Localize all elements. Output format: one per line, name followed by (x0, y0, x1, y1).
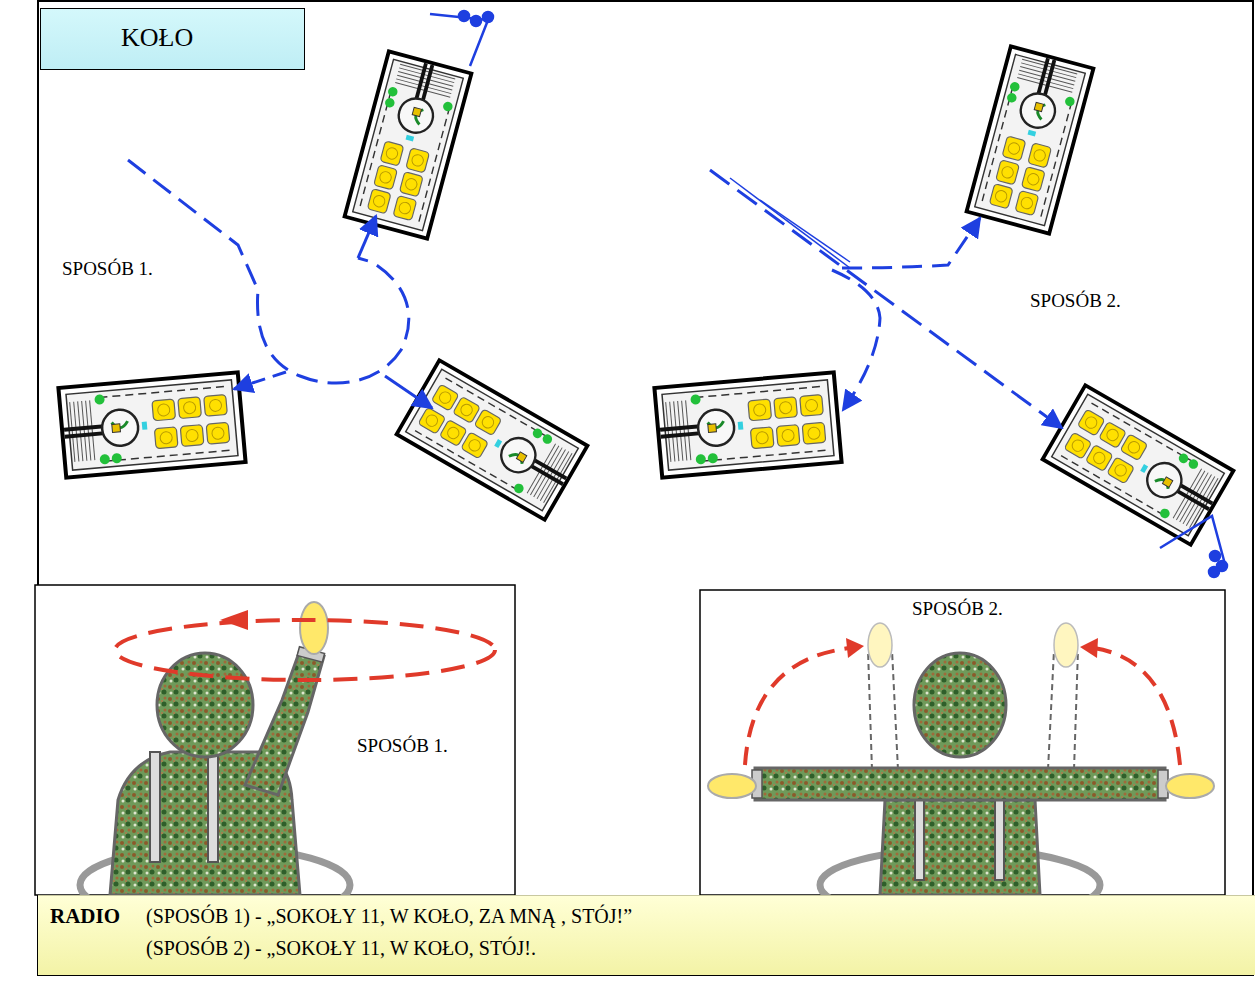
method-label: SPOSÓB 2. (1030, 290, 1121, 312)
movement-path (710, 170, 1062, 428)
method-label: SPOSÓB 1. (62, 258, 153, 280)
soldier-figure (708, 623, 1214, 921)
tow-symbol (430, 11, 1227, 577)
method-label: SPOSÓB 2. (912, 598, 1003, 620)
radio-command: (SPOSÓB 2) - „SOKOŁY 11, W KOŁO, STÓJ!. (146, 937, 536, 960)
radio-band: RADIO (SPOSÓB 1) - „SOKOŁY 11, W KOŁO, ZA… (38, 895, 1255, 975)
method-label: SPOSÓB 1. (357, 735, 448, 757)
soldier-figure (80, 602, 495, 923)
tank-symbols (58, 46, 1233, 544)
method-panel: SPOSÓB 1. (35, 585, 515, 895)
movement-path (128, 160, 432, 408)
panel-frame (700, 590, 1225, 895)
page-frame (38, 1, 1253, 975)
method-panel: SPOSÓB 2. (700, 590, 1225, 895)
radio-heading: RADIO (50, 904, 120, 929)
title-box: KOŁO (40, 8, 305, 70)
diagram-title: KOŁO (121, 23, 193, 53)
panel-frame (35, 585, 515, 895)
radio-command: (SPOSÓB 1) - „SOKOŁY 11, W KOŁO, ZA MNĄ … (146, 905, 632, 928)
